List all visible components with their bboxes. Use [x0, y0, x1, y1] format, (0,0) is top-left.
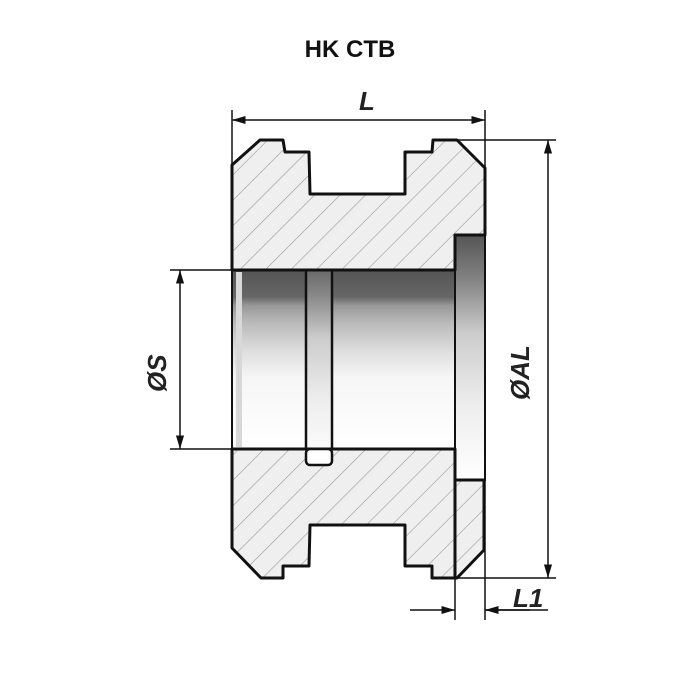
internal-groove — [304, 251, 334, 467]
label-L: L — [359, 86, 375, 116]
dimension-S — [170, 269, 232, 450]
dimension-AL — [457, 139, 556, 579]
label-AL: ØAL — [505, 345, 535, 400]
upper-section-body — [230, 138, 487, 272]
dimension-L1 — [410, 480, 548, 620]
lower-section-body — [230, 447, 457, 580]
bore-edge-highlight — [236, 272, 242, 447]
label-L1: L1 — [513, 583, 544, 613]
counterbore-surface — [454, 234, 486, 481]
groove-lower-lip — [304, 447, 334, 467]
dimension-L — [231, 110, 486, 168]
bore-surface — [231, 269, 456, 450]
label-S: ØS — [142, 354, 172, 392]
lower-step-section — [453, 478, 486, 580]
drawing-title: HK CTB — [304, 36, 396, 63]
